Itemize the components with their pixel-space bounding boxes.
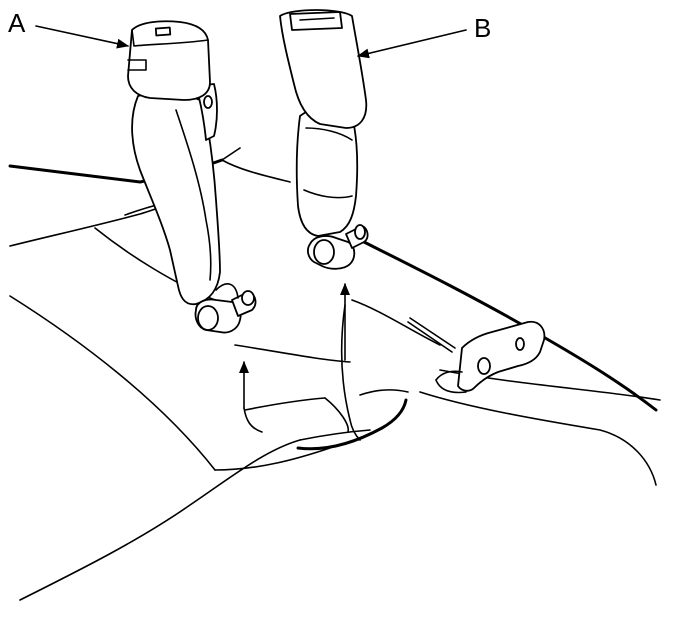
anchor-bracket [435, 320, 546, 394]
leader-b [357, 29, 467, 59]
seat-seam [296, 304, 408, 451]
callout-label-b: B [474, 13, 492, 43]
callout-label-a: A [8, 8, 26, 38]
callout-leaders [35, 25, 467, 59]
buckle-b [279, 9, 369, 270]
rail-rod [409, 317, 456, 349]
installation-arrows [239, 283, 350, 433]
buckle-a [127, 20, 257, 334]
leader-a [35, 25, 129, 49]
